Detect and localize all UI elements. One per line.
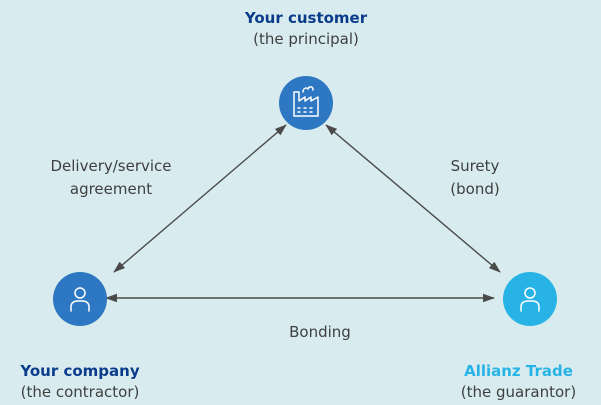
agreement-arrow	[113, 124, 287, 273]
guarantor-name: Allianz Trade	[464, 362, 573, 380]
guarantor-node	[503, 272, 557, 326]
person-icon	[70, 287, 90, 312]
surety-label-line2: (bond)	[450, 180, 500, 198]
factory-icon	[293, 86, 319, 117]
customer-role: (the principal)	[253, 30, 359, 48]
surety-arrow	[325, 124, 501, 273]
surety-label: Surety (bond)	[420, 155, 530, 201]
company-node	[53, 272, 107, 326]
person-icon	[520, 287, 540, 312]
customer-node	[279, 76, 333, 130]
guarantor-label: Allianz Trade (the guarantor)	[436, 361, 601, 403]
company-role: (the contractor)	[20, 383, 140, 401]
agreement-label-line2: agreement	[69, 180, 153, 198]
agreement-label: Delivery/service agreement	[16, 155, 206, 201]
bonding-label-line1: Bonding	[289, 323, 351, 341]
agreement-label-line1: Delivery/service	[50, 157, 172, 175]
surety-label-line1: Surety	[450, 157, 500, 175]
customer-name: Your customer	[244, 9, 368, 27]
customer-label: Your customer (the principal)	[206, 8, 406, 50]
guarantor-role: (the guarantor)	[460, 383, 577, 401]
company-label: Your company (the contractor)	[0, 361, 160, 403]
bonding-label: Bonding	[260, 321, 380, 344]
company-name: Your company	[20, 362, 140, 380]
